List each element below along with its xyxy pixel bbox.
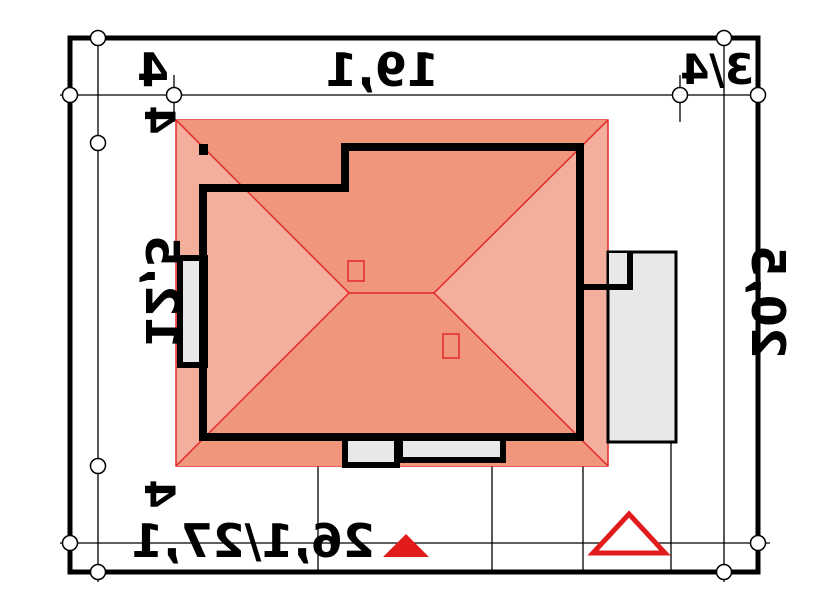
roof-plane-top xyxy=(176,120,608,293)
roof xyxy=(175,119,609,467)
annex-inner-wall xyxy=(607,251,631,287)
wall-corner-post xyxy=(199,144,208,155)
plot-border xyxy=(67,35,761,575)
dim-top-right: 3/4 xyxy=(680,45,754,94)
chimney xyxy=(347,260,365,282)
roof-plane-bottom xyxy=(176,293,608,466)
dim-right-height: 20,5 xyxy=(741,245,795,359)
dim-bottom-total: 26,1/27,1 xyxy=(131,514,375,568)
dim-left-height: 12,5 xyxy=(135,235,189,349)
dim-left-bottom: 4 xyxy=(135,479,184,508)
chimney xyxy=(442,333,460,359)
dim-top-left: 4 xyxy=(137,43,169,97)
dimension-handles xyxy=(61,29,767,581)
dim-top-total: 19,1 xyxy=(325,43,439,97)
outline-triangle-marker-icon xyxy=(587,510,671,556)
annex-connector-wall xyxy=(580,252,633,290)
filled-triangle-marker-icon xyxy=(383,534,429,557)
dim-left-top: 4 xyxy=(135,105,184,134)
building-walls xyxy=(199,143,584,441)
